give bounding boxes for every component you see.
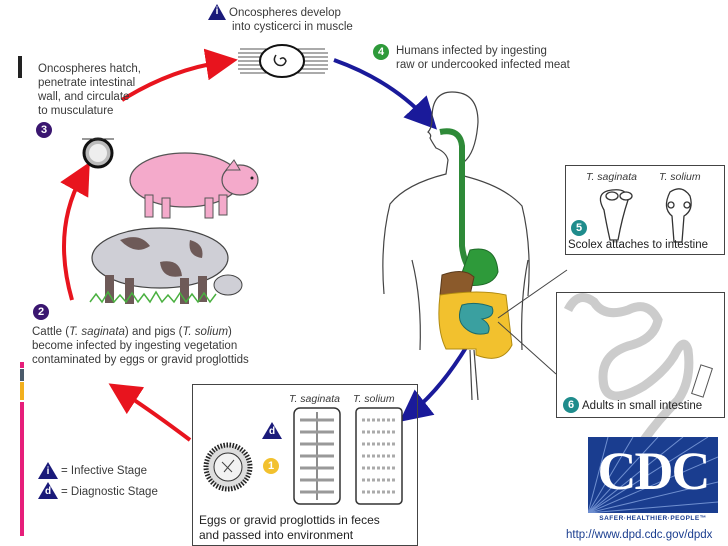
color-bar-slate: [20, 369, 24, 381]
stage-5-caption: Scolex attaches to intestine: [568, 239, 708, 251]
eggs-species-solium: T. solium: [353, 393, 395, 405]
digestive-tract-illustration: [438, 128, 513, 359]
infective-stage-symbol: i: [215, 6, 219, 17]
adult-worm-illustration: [563, 293, 713, 443]
arrow-cyst-to-human: [333, 58, 438, 130]
vertical-bar-marker: [18, 56, 22, 78]
arrow-3-to-1: [120, 48, 238, 102]
stage-3-text-line4: to musculature: [38, 105, 114, 117]
legend-diagnostic-symbol: d: [44, 486, 52, 497]
pig-illustration: [129, 152, 259, 219]
color-bar-yellow: [20, 382, 24, 400]
stage-3-text-line1: Oncospheres hatch,: [38, 63, 141, 75]
scolex-species-saginata: T. saginata: [586, 171, 637, 183]
stage-1-text-line1: Oncospheres develop: [229, 7, 341, 19]
scolex-illustration: [599, 188, 692, 243]
stage-2-species-solium: T. solium: [182, 326, 229, 338]
cow-illustration: [89, 227, 243, 304]
stage-2-text-line1: Cattle (T. saginata) and pigs (T. solium…: [32, 325, 232, 339]
proglottid-illustration: [293, 407, 403, 505]
stage-3-badge: 3: [36, 122, 52, 138]
diagnostic-stage-symbol: d: [268, 426, 276, 437]
cdc-tagline: SAFER·HEALTHIER·PEOPLE™: [599, 515, 707, 522]
legend-diagnostic-icon: [38, 482, 58, 499]
cdc-logo-rays: [588, 437, 718, 513]
arrow-1-to-2: [108, 383, 192, 442]
cdc-logo-text: CDC: [597, 441, 711, 501]
pointer-scolex: [497, 269, 568, 319]
color-bar-pink-main: [20, 402, 24, 536]
stage-6-caption: Adults in small intestine: [582, 400, 703, 412]
egg-illustration: [203, 442, 253, 492]
stage-2-text-c: ) and pigs (: [124, 326, 183, 338]
arrow-2-to-3: [60, 162, 90, 301]
color-bar-pink-top: [20, 362, 24, 368]
stage-2-text-a: Cattle (: [32, 326, 70, 338]
stage-2-text-line2: become infected by ingesting vegetation: [32, 340, 238, 352]
stage-2-badge: 2: [33, 304, 49, 320]
cdc-logo: CDC: [588, 437, 718, 513]
eggs-caption-line2: and passed into environment: [199, 528, 354, 542]
stage-1-text-line2: into cysticerci in muscle: [232, 21, 353, 33]
scolex-species-solium: T. solium: [659, 171, 701, 183]
stage-4-text-line1: Humans infected by ingesting: [396, 45, 547, 57]
eggs-species-saginata: T. saginata: [289, 393, 340, 405]
stage-5-badge: 5: [571, 220, 587, 236]
stage-1-badge: 1: [263, 458, 279, 474]
stage-3-text-line2: penetrate intestinal: [38, 77, 136, 89]
cysticercus-muscle-illustration: [238, 44, 328, 78]
stage-6-badge: 6: [563, 397, 579, 413]
scolex-box: [565, 165, 725, 255]
diagnostic-stage-icon: [262, 422, 282, 439]
pointer-adults: [497, 321, 557, 375]
stage-2-species-saginata: T. saginata: [69, 326, 125, 338]
adults-box: [556, 292, 725, 418]
stage-2-text-e: ): [228, 326, 232, 338]
legend-infective-symbol: i: [46, 466, 50, 477]
legend-infective-icon: [38, 462, 58, 479]
stage-4-text-line2: raw or undercooked infected meat: [396, 59, 570, 71]
legend-diagnostic-label: = Diagnostic Stage: [61, 486, 158, 498]
oncosphere-illustration: [82, 137, 114, 169]
legend-infective-label: = Infective Stage: [61, 465, 147, 477]
stage-3-text-line3: wall, and circulate: [38, 91, 130, 103]
human-body-illustration: [382, 91, 530, 401]
infective-stage-icon: [208, 4, 226, 20]
stage-4-badge: 4: [373, 44, 389, 60]
source-url[interactable]: http://www.dpd.cdc.gov/dpdx: [566, 529, 713, 541]
arrow-human-to-eggs: [399, 344, 469, 422]
eggs-caption-line1: Eggs or gravid proglottids in feces: [199, 513, 380, 527]
stage-2-text-line3: contaminated by eggs or gravid proglotti…: [32, 354, 249, 366]
